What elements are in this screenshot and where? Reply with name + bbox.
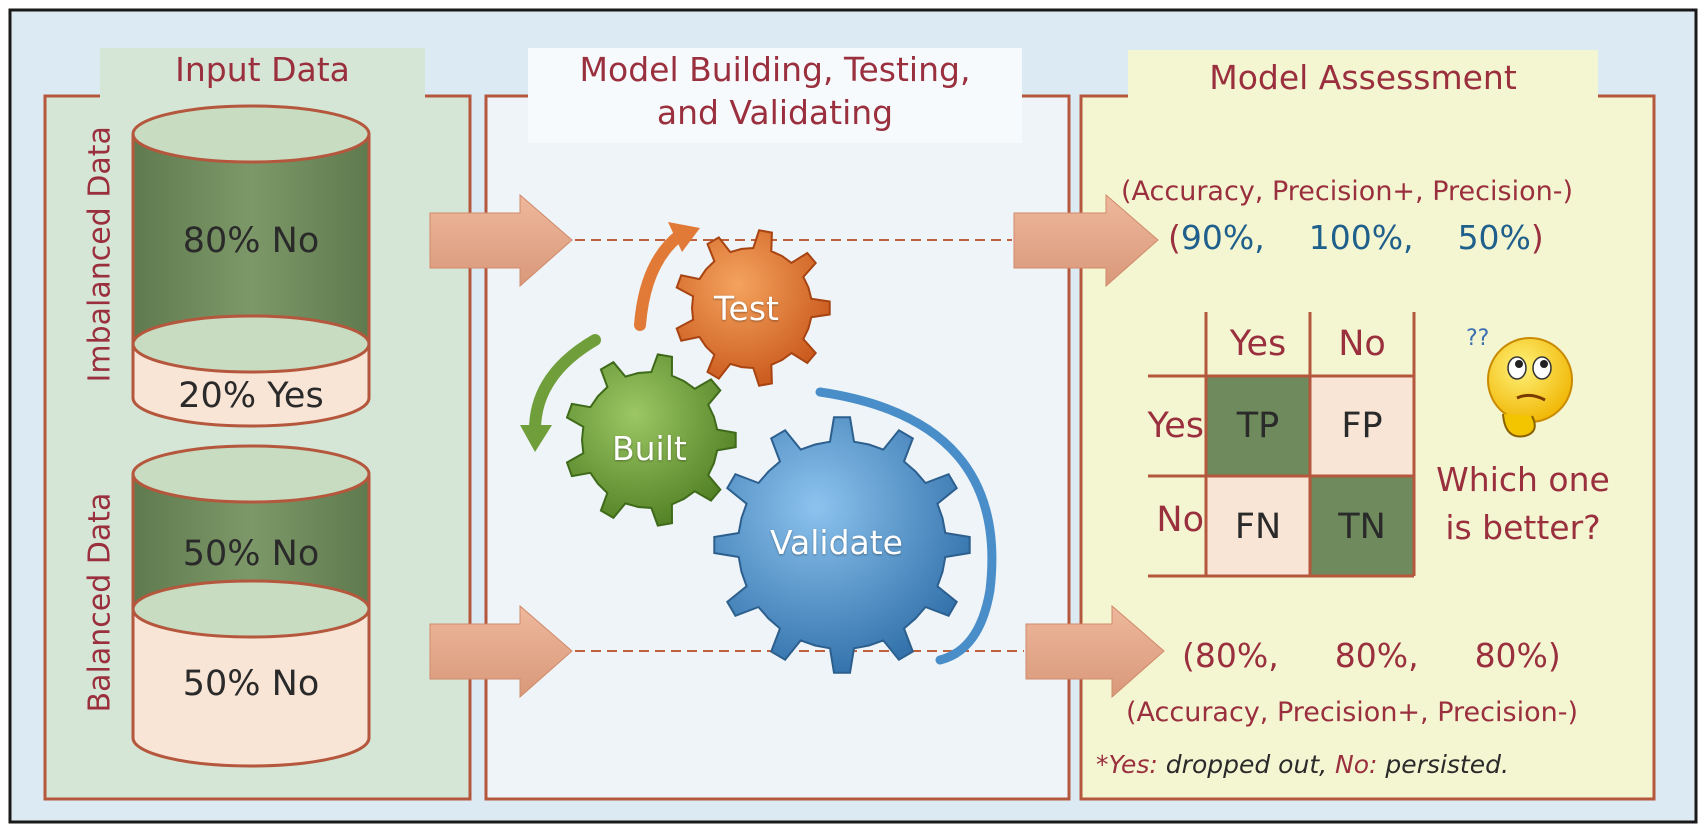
- question-marks: ??: [1466, 326, 1490, 351]
- matrix-col-yes: Yes: [1229, 324, 1287, 364]
- gear-shape: [565, 353, 737, 527]
- metrics-top-close: ): [1530, 218, 1544, 257]
- balanced-no-top-label: 50% No: [182, 534, 320, 574]
- balanced-data-label: Balanced Data: [82, 492, 118, 713]
- validate-gear-label: Validate: [770, 523, 903, 562]
- question-line1: Which one: [1436, 460, 1610, 499]
- metrics-bottom-precision-pos: 80%,: [1334, 636, 1419, 675]
- footnote-yes-key: *Yes:: [1096, 750, 1158, 779]
- metrics-bottom-values: (80%, 80%, 80%): [1182, 636, 1561, 675]
- balanced-cylinder: [131, 444, 371, 768]
- matrix-col-no: No: [1338, 324, 1386, 364]
- metrics-bottom-close: ): [1547, 636, 1561, 675]
- confusion-matrix: [1148, 312, 1416, 578]
- metrics-bottom-accuracy: 80%,: [1194, 636, 1279, 675]
- cycle-arrow-orange: [634, 229, 686, 331]
- matrix-row-no: No: [1156, 500, 1204, 540]
- metrics-top-open: (: [1168, 218, 1181, 257]
- thinking-smiley-icon: [1487, 337, 1573, 438]
- metrics-bottom-open: (: [1182, 636, 1195, 675]
- matrix-row-yes: Yes: [1147, 406, 1205, 446]
- arrow-balanced-in: [429, 604, 573, 699]
- model-title-tab: [528, 48, 1022, 143]
- matrix-cell-fp: FP: [1341, 406, 1383, 446]
- cycle-arrow-blue: [815, 387, 997, 665]
- gear-shape: [675, 229, 831, 387]
- imbalanced-yes-label: 20% Yes: [178, 376, 324, 416]
- model-panel-title-line2: and Validating: [656, 93, 894, 132]
- metrics-top-names: (Accuracy, Precision+, Precision-): [1121, 176, 1573, 207]
- arrow-balanced-out: [1025, 604, 1165, 699]
- assessment-panel-title: Model Assessment: [1209, 58, 1517, 97]
- arrow-imbalanced-in: [429, 193, 573, 288]
- cycle-arrow-green-head: [520, 425, 552, 452]
- test-gear: [675, 229, 831, 387]
- imbalanced-data-label: Imbalanced Data: [82, 126, 118, 383]
- metrics-bottom-names: (Accuracy, Precision+, Precision-): [1126, 697, 1578, 728]
- footnote: *Yes: dropped out, No: persisted.: [1096, 750, 1509, 779]
- input-panel-title: Input Data: [175, 50, 350, 89]
- balanced-no-bottom-label: 50% No: [182, 664, 320, 704]
- footnote-yes-val: dropped out,: [1157, 750, 1328, 779]
- assessment-title-tab: [1128, 50, 1598, 108]
- gear-shape: [713, 416, 971, 674]
- cycle-arrow-orange-head: [668, 222, 700, 252]
- metrics-bottom-precision-neg: 80%: [1474, 636, 1548, 675]
- built-gear-label: Built: [612, 429, 687, 468]
- matrix-cell-tp: TP: [1236, 406, 1280, 446]
- imbalanced-cylinder: [131, 104, 371, 428]
- matrix-cell-tn: TN: [1338, 507, 1386, 547]
- test-gear-label: Test: [714, 289, 779, 328]
- imbalanced-no-label: 80% No: [182, 221, 320, 261]
- built-gear: [565, 353, 737, 527]
- matrix-cell-fn: FN: [1234, 507, 1282, 547]
- validate-gear: [713, 416, 971, 674]
- arrow-imbalanced-out: [1013, 193, 1159, 288]
- cycle-arrow-green: [529, 334, 601, 436]
- footnote-no-key: No:: [1327, 750, 1378, 779]
- question-line2: is better?: [1445, 508, 1601, 547]
- metrics-top-values: (90%, 100%, 50%): [1168, 218, 1544, 257]
- metrics-top-precision-pos: 100%,: [1308, 218, 1414, 257]
- model-panel-title-line1: Model Building, Testing,: [579, 50, 971, 89]
- metrics-top-precision-neg: 50%: [1457, 218, 1531, 257]
- input-title-tab: [100, 48, 425, 108]
- metrics-top-accuracy: 90%,: [1180, 218, 1265, 257]
- footnote-no-val: persisted.: [1377, 750, 1509, 779]
